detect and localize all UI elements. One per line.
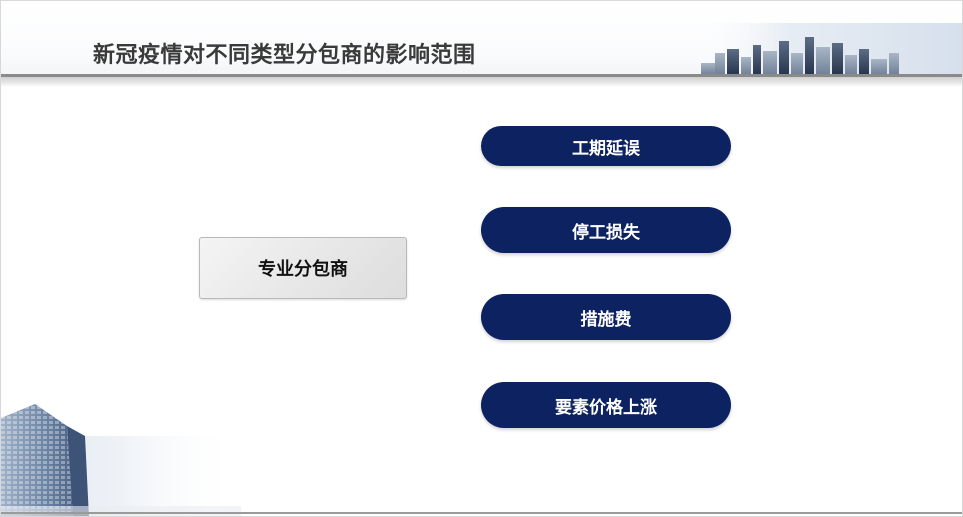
header-divider [1, 74, 962, 77]
header-divider-shadow [1, 77, 962, 87]
footer-divider [1, 512, 962, 514]
header-band: 新冠疫情对不同类型分包商的影响范围 [1, 1, 962, 87]
impact-pill-price-increase: 要素价格上涨 [481, 382, 731, 428]
impact-pill-schedule-delay: 工期延误 [481, 126, 731, 166]
office-building-image [1, 404, 241, 516]
subcontractor-category-box: 专业分包商 [199, 237, 407, 299]
impact-pill-measure-cost: 措施费 [481, 294, 731, 340]
impact-pill-shutdown-loss: 停工损失 [481, 207, 731, 253]
city-skyline-image [691, 23, 962, 75]
page-title: 新冠疫情对不同类型分包商的影响范围 [93, 43, 476, 68]
